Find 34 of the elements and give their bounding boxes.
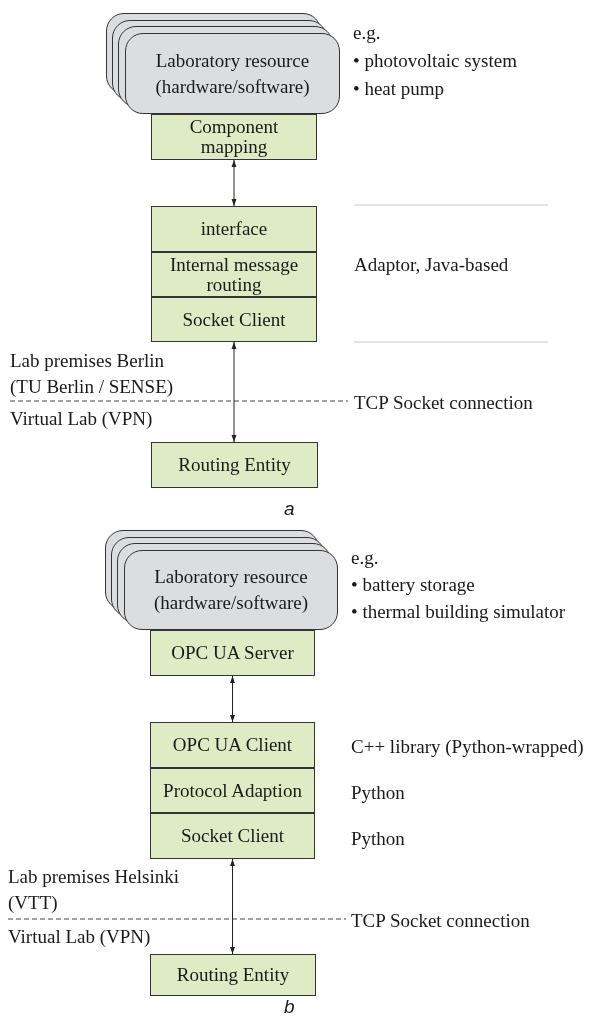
double-arrow [230,675,235,723]
connection-label: TCP Socket connection [351,909,531,933]
bullet-item: • thermal building simulator [351,600,567,624]
bullet-item: • battery storage [351,573,476,597]
layer-note: Adaptor, Java-based [354,253,510,277]
component-box: Routing Entity [150,954,316,996]
resource-card: Laboratory resource (hardware/software) [125,33,340,114]
zone-label: Virtual Lab (VPN) [10,407,154,431]
double-arrow [231,341,237,443]
double-arrow [230,858,235,955]
component-box: OPC UA Server [150,630,315,676]
component-box: interface [151,206,317,252]
component-box: Socket Client [150,813,315,859]
zone-label: Virtual Lab (VPN) [8,925,152,949]
layer-note: C++ library (Python-wrapped) [351,735,585,759]
component-box: Internal message routing [151,252,317,297]
zone-label: Lab premises Helsinki (VTT) [8,865,180,915]
panel-letter: a [284,497,296,521]
component-box: Routing Entity [151,442,318,488]
double-arrow [231,159,237,207]
layer-note: Python [351,781,406,805]
resource-card: Laboratory resource (hardware/software) [124,550,338,630]
component-box: Protocol Adaption [150,768,315,813]
panel-letter: b [284,998,296,1016]
component-box: Socket Client [151,297,317,342]
note-text: e.g. [351,546,380,570]
layer-note: Python [351,827,406,851]
note-text: e.g. [353,21,382,45]
bullet-item: • photovoltaic system [353,49,518,73]
component-box: Component mapping [151,114,317,160]
zone-label: Lab premises Berlin (TU Berlin / SENSE) [10,349,175,399]
component-box: OPC UA Client [150,722,315,768]
connection-label: TCP Socket connection [354,391,534,415]
bullet-item: • heat pump [353,77,446,101]
